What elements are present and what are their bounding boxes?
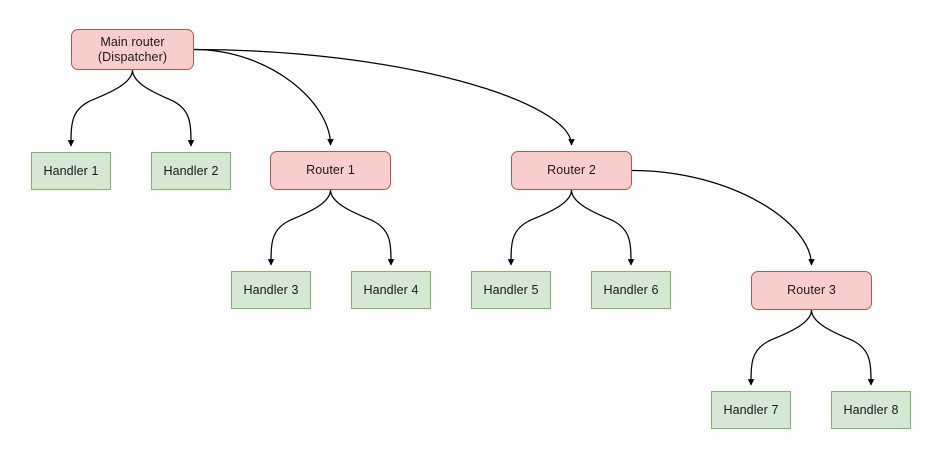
- node-label: Main router (Dispatcher): [97, 34, 168, 64]
- node-router-1[interactable]: Router 1: [270, 151, 391, 190]
- node-label: Router 1: [306, 163, 355, 177]
- node-main-router[interactable]: Main router (Dispatcher): [71, 29, 194, 70]
- edge-main-router-to-router-1: [193, 48, 334, 146]
- node-label: Router 3: [787, 283, 836, 297]
- edge-router-2-to-router-3: [631, 169, 815, 266]
- edge-main-router-to-handler-1: [67, 69, 134, 147]
- node-label: Handler 4: [363, 282, 419, 297]
- node-handler-6[interactable]: Handler 6: [591, 271, 671, 309]
- node-handler-3[interactable]: Handler 3: [231, 271, 311, 309]
- edge-router-3-to-handler-7: [747, 309, 813, 386]
- node-handler-5[interactable]: Handler 5: [471, 271, 551, 309]
- edge-router-2-to-handler-5: [507, 189, 573, 266]
- node-label: Handler 2: [163, 163, 219, 178]
- node-label: Router 2: [547, 163, 596, 177]
- edge-router-2-to-handler-6: [570, 189, 635, 266]
- node-label: Handler 3: [243, 282, 299, 297]
- node-handler-4[interactable]: Handler 4: [351, 271, 431, 309]
- node-label: Handler 5: [483, 282, 539, 297]
- node-router-2[interactable]: Router 2: [511, 151, 632, 190]
- node-handler-2[interactable]: Handler 2: [151, 152, 231, 190]
- edge-router-1-to-handler-4: [329, 189, 395, 266]
- node-handler-1[interactable]: Handler 1: [31, 152, 111, 190]
- edge-router-3-to-handler-8: [810, 309, 875, 386]
- node-label: Handler 7: [723, 402, 779, 417]
- node-label: Handler 8: [843, 402, 899, 417]
- node-handler-7[interactable]: Handler 7: [711, 391, 791, 429]
- node-label: Handler 6: [603, 282, 659, 297]
- node-router-3[interactable]: Router 3: [751, 271, 872, 310]
- node-handler-8[interactable]: Handler 8: [831, 391, 911, 429]
- edge-main-router-to-router-2: [193, 48, 575, 146]
- node-label: Handler 1: [43, 163, 99, 178]
- edge-main-router-to-handler-2: [131, 69, 195, 147]
- edge-router-1-to-handler-3: [267, 189, 332, 266]
